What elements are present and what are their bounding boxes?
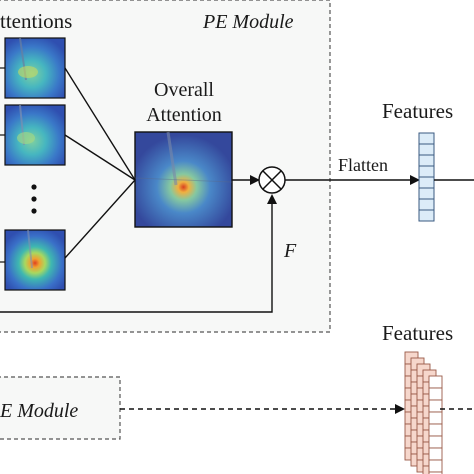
feature-vector-icon: [418, 132, 435, 222]
flatten-label: Flatten: [338, 155, 388, 175]
feature-stack-cell: [428, 447, 443, 461]
feature-stack-cell: [428, 435, 443, 449]
feature-vector-cell: [418, 143, 435, 156]
feature-stack-layer: [428, 375, 443, 474]
f-skip-connection: [0, 194, 277, 313]
attentions-label: ttentions: [0, 9, 72, 33]
pe-module-panel-bottom: [0, 376, 121, 440]
pe-module-title: PE Module: [202, 11, 294, 33]
overall-attention-label-line2: Attention: [146, 104, 222, 126]
feature-vector-cell: [418, 154, 435, 167]
feature-stack-cell: [428, 375, 443, 389]
feature-vector-cell: [418, 198, 435, 211]
aggregation-lines: [64, 67, 136, 259]
attention-map-1: [4, 37, 66, 99]
features-top-label: Features: [382, 99, 453, 123]
ellipsis-dots-icon: [31, 184, 37, 214]
feature-vector-cell: [418, 209, 435, 222]
multiply-icon: [258, 166, 286, 194]
feature-stack-cell: [428, 423, 443, 437]
feature-stack-cell: [428, 387, 443, 401]
feature-stack-cell: [428, 459, 443, 473]
feature-vector-cell: [418, 132, 435, 145]
overall-attention-label-line1: Overall: [154, 79, 214, 101]
feature-stack-icon: [404, 351, 443, 474]
attention-map-2: [4, 104, 66, 166]
pe-module-bottom-label: E Module: [0, 400, 78, 422]
feature-vector-cell: [418, 176, 435, 189]
features-bottom-label: Features: [382, 321, 453, 345]
feature-stack-cell: [428, 399, 443, 413]
feature-stack-cell: [428, 411, 443, 425]
f-symbol: F: [283, 240, 297, 262]
feature-stack-cell: [428, 471, 443, 474]
attention-map-n: [4, 229, 66, 291]
overall-attention-map: [134, 131, 233, 228]
feature-vector-cell: [418, 165, 435, 178]
feature-vector-cell: [418, 187, 435, 200]
